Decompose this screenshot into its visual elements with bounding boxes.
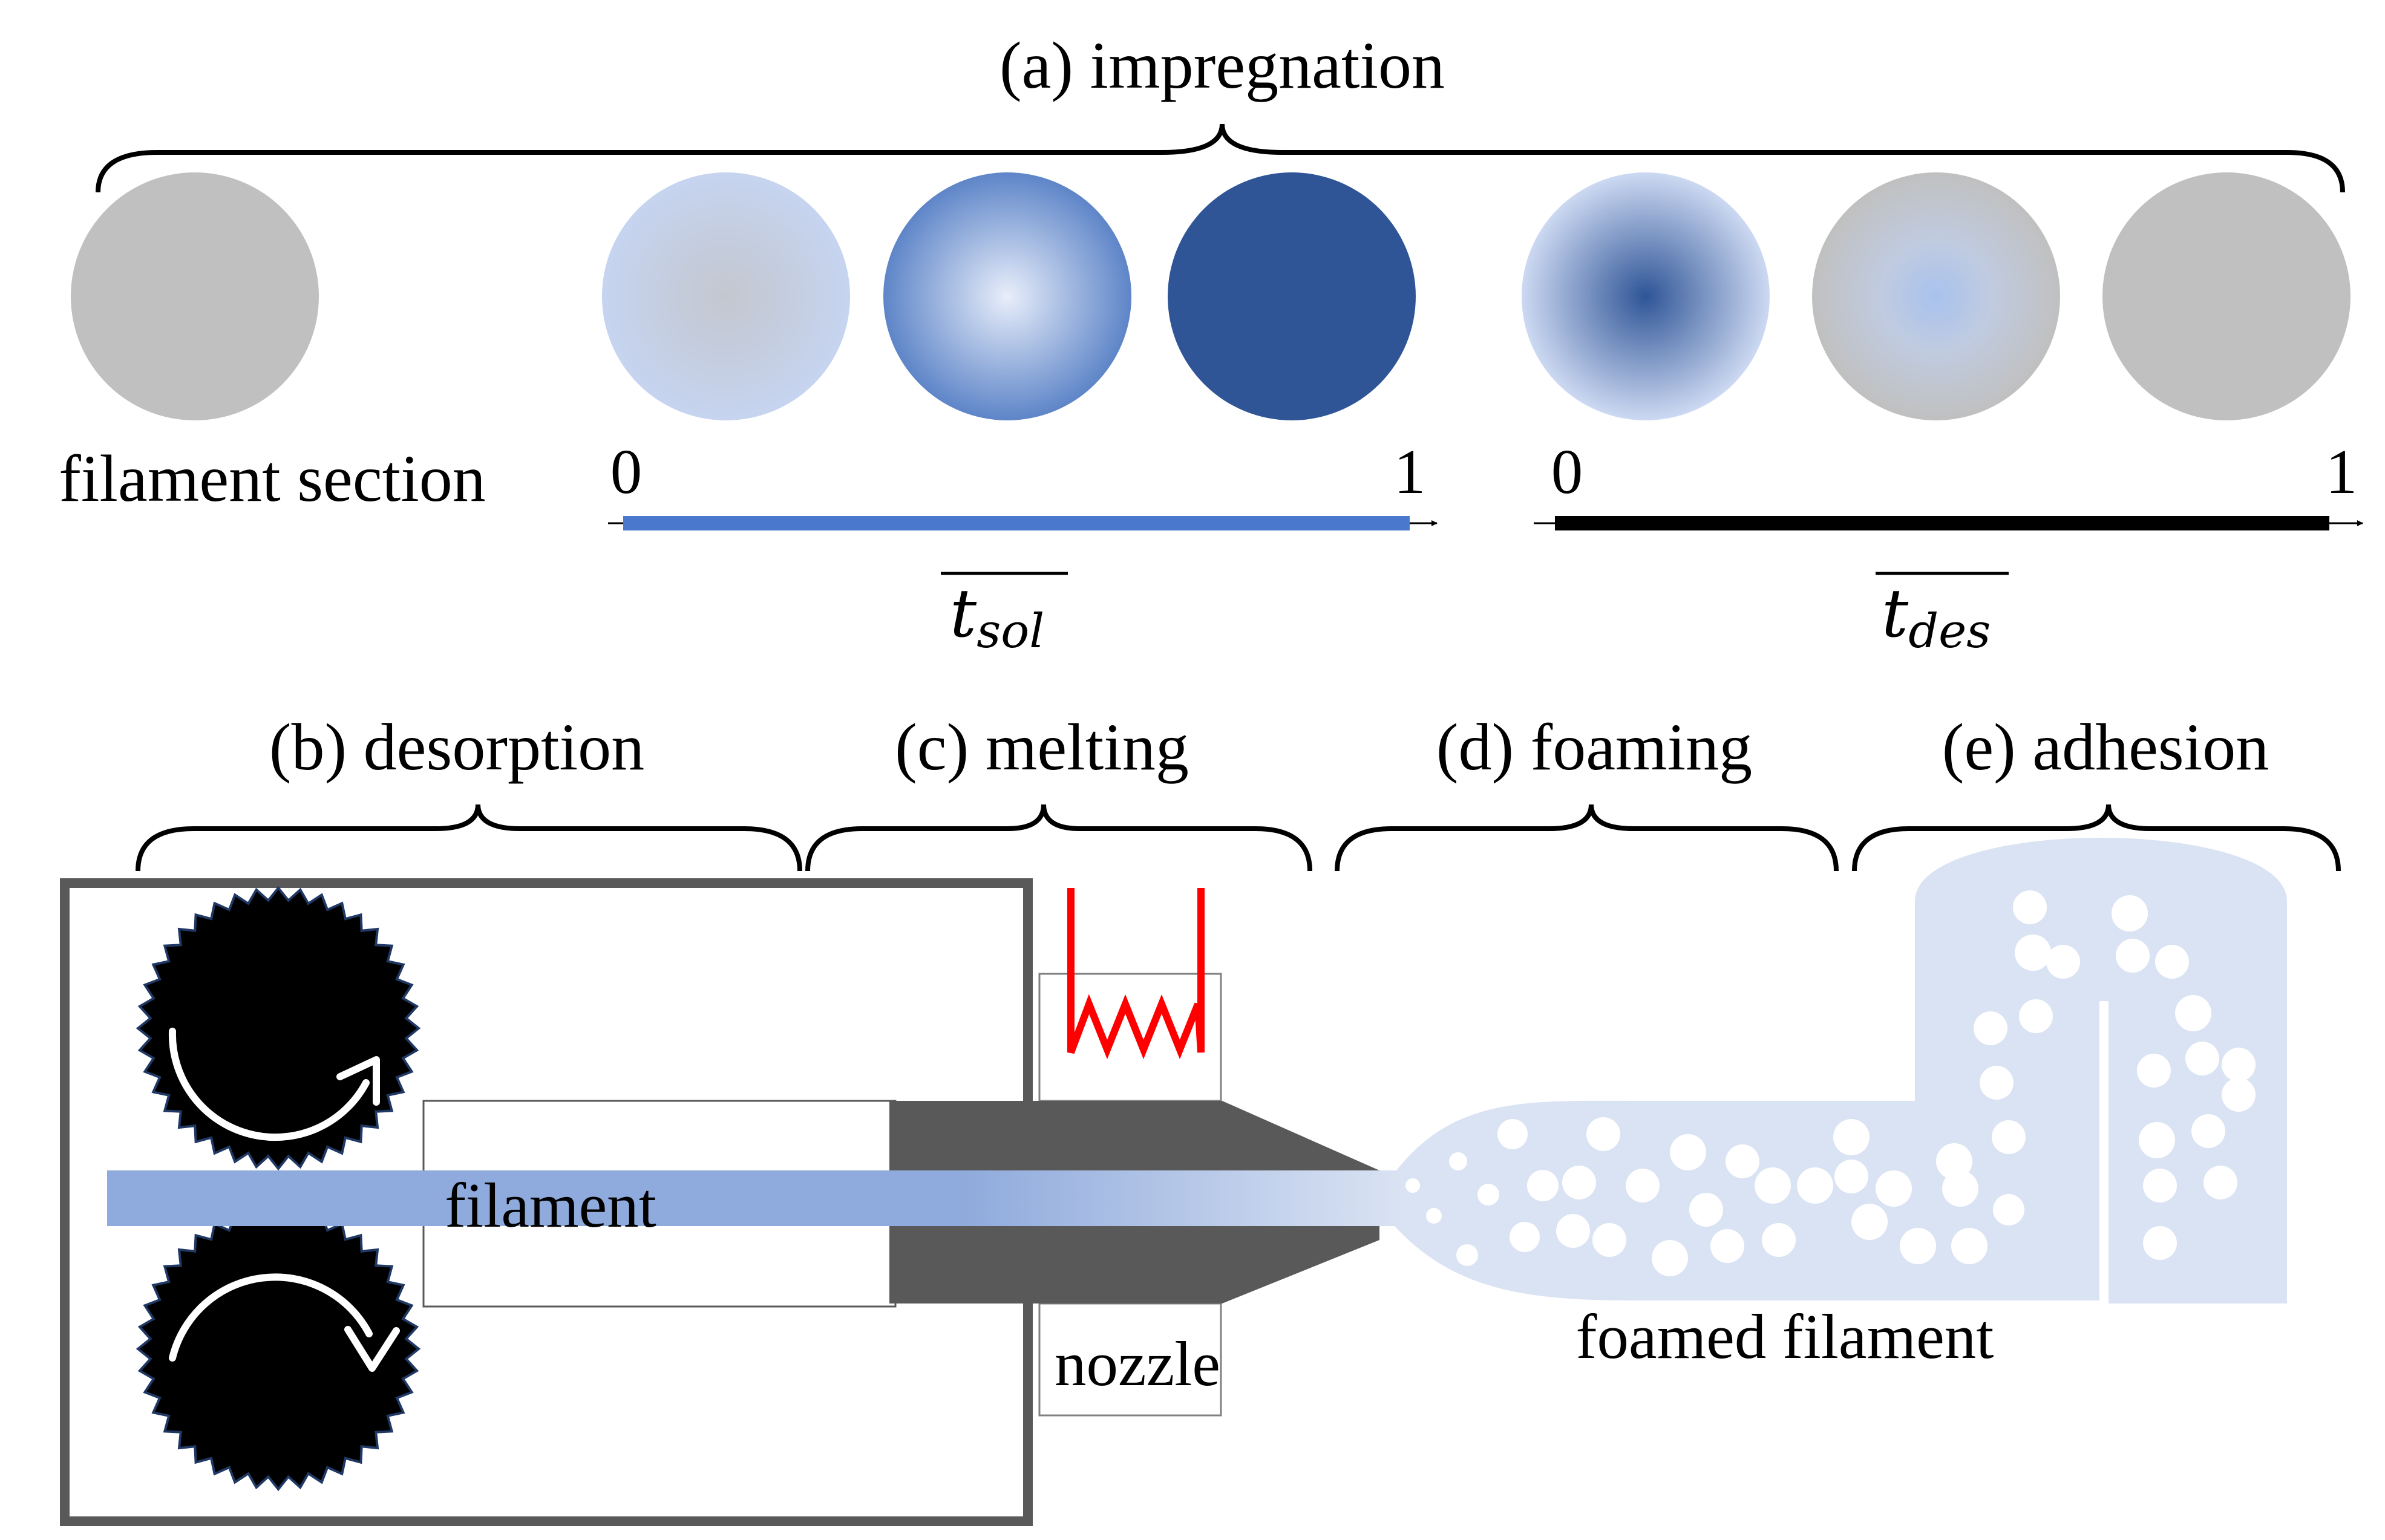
foam-bubble (1449, 1152, 1467, 1170)
foam-bubble (2112, 895, 2148, 932)
stage-adhesion-label: (e) adhesion (1942, 710, 2269, 784)
desorption-brace (136, 804, 802, 872)
filament-section-label: filament section (59, 442, 486, 515)
foam-bubble (2175, 995, 2211, 1031)
foam-bubble (1652, 1240, 1688, 1276)
filament-strand (107, 1170, 1402, 1226)
adhesion-deposit (1915, 838, 2287, 1303)
foam-bubble (2155, 945, 2189, 979)
sol-progress-bar (623, 516, 1410, 530)
foam-bubble (1527, 1170, 1559, 1201)
section-desorption-early (1522, 172, 1770, 420)
rotation-arrow-bottom-icon (169, 1273, 373, 1362)
nozzle-lower-block (1038, 1302, 1222, 1417)
rotation-arrow-top-head (336, 1056, 380, 1106)
foaming-brace (1335, 804, 1839, 872)
foam-bubble (2013, 890, 2047, 924)
foamed-filament-label: foamed filament (1576, 1301, 1994, 1372)
foam-bubble (1851, 1204, 1888, 1240)
filament-label: filament (445, 1170, 656, 1241)
section-saturated (1168, 172, 1416, 420)
section-sorption-early (602, 172, 850, 420)
drive-gear-top (136, 886, 421, 1171)
foam-bubbles (1388, 890, 2256, 1276)
foam-bubble (1592, 1223, 1626, 1257)
foam-bubble (2185, 1042, 2219, 1075)
foam-bubble (1426, 1208, 1442, 1224)
foam-bubble (1762, 1223, 1796, 1257)
melting-brace (805, 804, 1312, 872)
des-t: t (1882, 575, 1909, 652)
adhesion-brace (1852, 804, 2341, 872)
foam-bubble (2203, 1166, 2237, 1199)
foam-bubble (2139, 1122, 2175, 1158)
foam-bubble (1586, 1117, 1620, 1151)
foam-bubble (2143, 1226, 2177, 1260)
foam-bubble (2137, 1054, 2171, 1088)
des-time-symbol: tdes (1882, 575, 1991, 659)
foam-bubble (1497, 1119, 1528, 1149)
foam-bubble (1556, 1214, 1590, 1248)
foam-bubble (2046, 945, 2080, 979)
foam-bubble (2222, 1078, 2256, 1112)
stage-melting-label: (c) melting (895, 710, 1189, 784)
foam-bubble (1951, 1228, 1988, 1264)
foam-bubble (1755, 1167, 1791, 1204)
foam-bubble (1670, 1134, 1706, 1170)
foam-bubble (1456, 1244, 1478, 1266)
foam-bubble (1974, 1011, 2007, 1045)
rotation-arrow-bottom-head (344, 1326, 400, 1372)
foam-bubble (1797, 1167, 1833, 1204)
foam-bubble (1834, 1160, 1868, 1193)
rotation-arrow-top-icon (168, 1028, 370, 1141)
foam-bubble (1833, 1119, 1870, 1155)
drive-gear-bottom (136, 1206, 421, 1492)
foam-bubble (1992, 1120, 2026, 1154)
section-desorbed (2102, 172, 2351, 420)
sol-subscript: sol (977, 604, 1044, 659)
foam-bubble (1993, 1194, 2024, 1225)
foam-bubble (1726, 1144, 1759, 1178)
sol-axis-start: 0 (610, 436, 643, 507)
foam-bubble (2222, 1048, 2256, 1082)
section-sorption-mid (883, 172, 1131, 420)
heater-block (1038, 973, 1222, 1102)
des-axis-end: 1 (2326, 436, 2358, 507)
foam-bubble (2116, 939, 2150, 973)
sol-axis-end: 1 (1394, 436, 1426, 507)
sol-time-symbol: tsol (950, 575, 1044, 659)
foam-bubble (1626, 1169, 1660, 1202)
foam-bubble (2019, 999, 2053, 1033)
impregnation-brace (96, 123, 2345, 193)
foam-bubble (1405, 1178, 1420, 1193)
foam-bubble (1689, 1193, 1723, 1227)
foam-bubble (2015, 935, 2051, 971)
foam-bubble (2191, 1114, 2225, 1148)
foam-bubble (1562, 1166, 1596, 1199)
foam-bubble (1942, 1170, 1978, 1207)
section-desorption-late (1812, 172, 2060, 420)
foam-bubble (1900, 1228, 1936, 1264)
heater-coil (1067, 888, 1205, 1060)
foam-bubble (1710, 1229, 1744, 1263)
stage-foaming-label: (d) foaming (1436, 710, 1752, 784)
foam-bubble (1936, 1143, 1972, 1179)
foam-bubble (1510, 1222, 1540, 1252)
foam-bubble (2143, 1169, 2177, 1202)
foam-bubble (1477, 1184, 1499, 1206)
impregnation-title: (a) impregnation (999, 28, 1445, 102)
foam-bubble (1876, 1170, 1912, 1207)
sol-t: t (950, 575, 977, 652)
des-subscript: des (1908, 604, 1991, 659)
foam-bubble (1980, 1066, 2014, 1100)
des-progress-bar (1555, 516, 2329, 530)
stage-desorption-label: (b) desorption (269, 710, 644, 784)
filament-section-neat (71, 172, 319, 420)
nozzle-label: nozzle (1055, 1328, 1220, 1399)
des-axis-start: 0 (1551, 436, 1583, 507)
